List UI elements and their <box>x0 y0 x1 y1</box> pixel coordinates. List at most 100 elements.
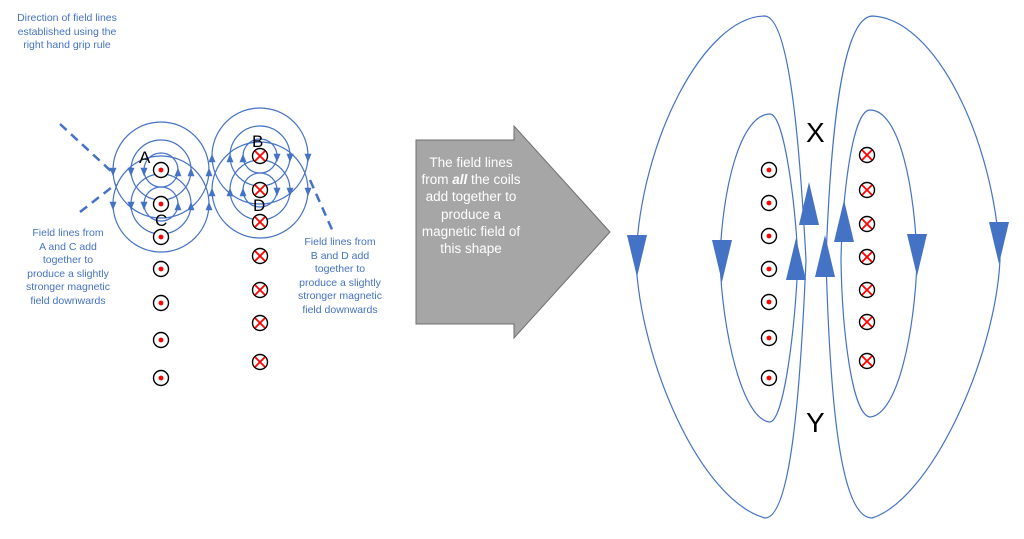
arrow-up-icon <box>187 167 195 177</box>
conductor-cross <box>861 251 873 263</box>
arrow-up-icon <box>208 187 216 197</box>
conductor-dot <box>766 167 772 173</box>
arrow-down-inner-left <box>712 240 732 282</box>
inner-left-loop <box>719 113 799 423</box>
arrow-down-icon <box>140 201 148 211</box>
pointer-ac <box>79 183 117 213</box>
arrow-up-icon <box>187 201 195 211</box>
arrow-down-icon <box>109 201 117 211</box>
label-b: B <box>252 132 263 151</box>
current-out-of-page-icon <box>152 260 170 278</box>
arrow-down-icon <box>286 153 294 163</box>
label-y: Y <box>806 407 825 438</box>
arrow-down-inner-right <box>907 234 927 276</box>
arrow-down-outer-right <box>989 222 1009 264</box>
conductor-dot <box>766 266 772 272</box>
pointer-bd <box>308 179 336 235</box>
arrow-up-icon <box>226 187 234 197</box>
arrow-down-icon <box>127 201 135 211</box>
conductor-cross <box>254 216 266 228</box>
arrow-down-icon <box>273 153 281 163</box>
left-conductors <box>152 147 269 387</box>
current-into-page-icon <box>858 352 876 370</box>
block-arrow-text: The field lines from all the coils add t… <box>416 154 526 257</box>
conductor-dot <box>158 167 164 173</box>
label-a: A <box>139 148 151 167</box>
current-into-page-icon <box>251 314 269 332</box>
conductor-cross <box>254 317 266 329</box>
conductor-cross <box>254 150 266 162</box>
left-field-circles <box>112 107 309 253</box>
conductor-dot <box>766 200 772 206</box>
current-out-of-page-icon <box>760 227 778 245</box>
current-into-page-icon <box>251 247 269 265</box>
inner-right-loop <box>840 109 918 418</box>
current-out-of-page-icon <box>760 369 778 387</box>
arrow-up-icon <box>226 153 234 163</box>
right-conductors <box>760 146 876 387</box>
conductor-dot <box>158 201 164 207</box>
label-c: C <box>155 211 167 230</box>
arrow-up-icon <box>239 153 247 163</box>
arrow-up-3 <box>786 238 806 280</box>
arrow-down-icon <box>286 187 294 197</box>
current-out-of-page-icon <box>760 194 778 212</box>
conductor-cross <box>861 184 873 196</box>
arrow-text-emphasis: all <box>452 172 468 188</box>
left-labels: A B C D <box>139 132 265 230</box>
arrow-up-1 <box>799 182 819 225</box>
conductor-cross <box>861 149 873 161</box>
direction-note: Direction of field lines established usi… <box>17 12 117 51</box>
arrow-up-icon <box>205 201 213 211</box>
conductor-dot <box>766 375 772 381</box>
current-into-page-icon <box>858 248 876 266</box>
current-into-page-icon <box>251 181 269 199</box>
conductor-dot <box>766 233 772 239</box>
current-out-of-page-icon <box>152 195 170 213</box>
current-out-of-page-icon <box>152 369 170 387</box>
arrow-down-icon <box>140 167 148 177</box>
current-out-of-page-icon <box>760 293 778 311</box>
outer-right-loop <box>825 15 1001 519</box>
label-d: D <box>253 196 265 215</box>
left-field-arrows <box>109 153 312 211</box>
current-into-page-icon <box>858 281 876 299</box>
current-into-page-icon <box>858 181 876 199</box>
conductor-dot <box>158 266 164 272</box>
bd-note: Field lines from B and D add together to… <box>297 236 383 316</box>
conductor-dot <box>158 234 164 240</box>
conductor-cross <box>254 356 266 368</box>
current-into-page-icon <box>858 146 876 164</box>
current-out-of-page-icon <box>152 228 170 246</box>
arrow-up-icon <box>239 187 247 197</box>
current-out-of-page-icon <box>152 161 170 179</box>
right-field-arrows <box>627 182 1009 282</box>
current-out-of-page-icon <box>760 260 778 278</box>
arrow-up-icon <box>174 167 182 177</box>
conductor-cross <box>861 218 873 230</box>
conductor-cross <box>861 316 873 328</box>
current-out-of-page-icon <box>152 294 170 312</box>
arrow-down-icon <box>304 153 312 163</box>
label-x: X <box>806 117 825 148</box>
current-into-page-icon <box>858 313 876 331</box>
conductor-cross <box>254 284 266 296</box>
arrow-down-icon <box>273 187 281 197</box>
current-into-page-icon <box>251 213 269 231</box>
conductor-dot <box>158 337 164 343</box>
current-into-page-icon <box>251 281 269 299</box>
conductor-cross <box>861 284 873 296</box>
conductor-dot <box>766 299 772 305</box>
arrow-down-outer-left <box>627 235 647 277</box>
conductor-dot <box>766 335 772 341</box>
ac-note: Field lines from A and C add together to… <box>25 227 111 307</box>
arrow-up-2 <box>834 200 854 242</box>
arrow-up-icon <box>174 201 182 211</box>
pointer-direction <box>59 123 113 173</box>
block-arrow <box>415 124 611 340</box>
current-into-page-icon <box>251 353 269 371</box>
arrow-up-4 <box>815 235 835 277</box>
current-into-page-icon <box>858 215 876 233</box>
arrow-down-icon <box>304 187 312 197</box>
arrow-text-after: the coils add together to produce a magn… <box>421 172 521 257</box>
